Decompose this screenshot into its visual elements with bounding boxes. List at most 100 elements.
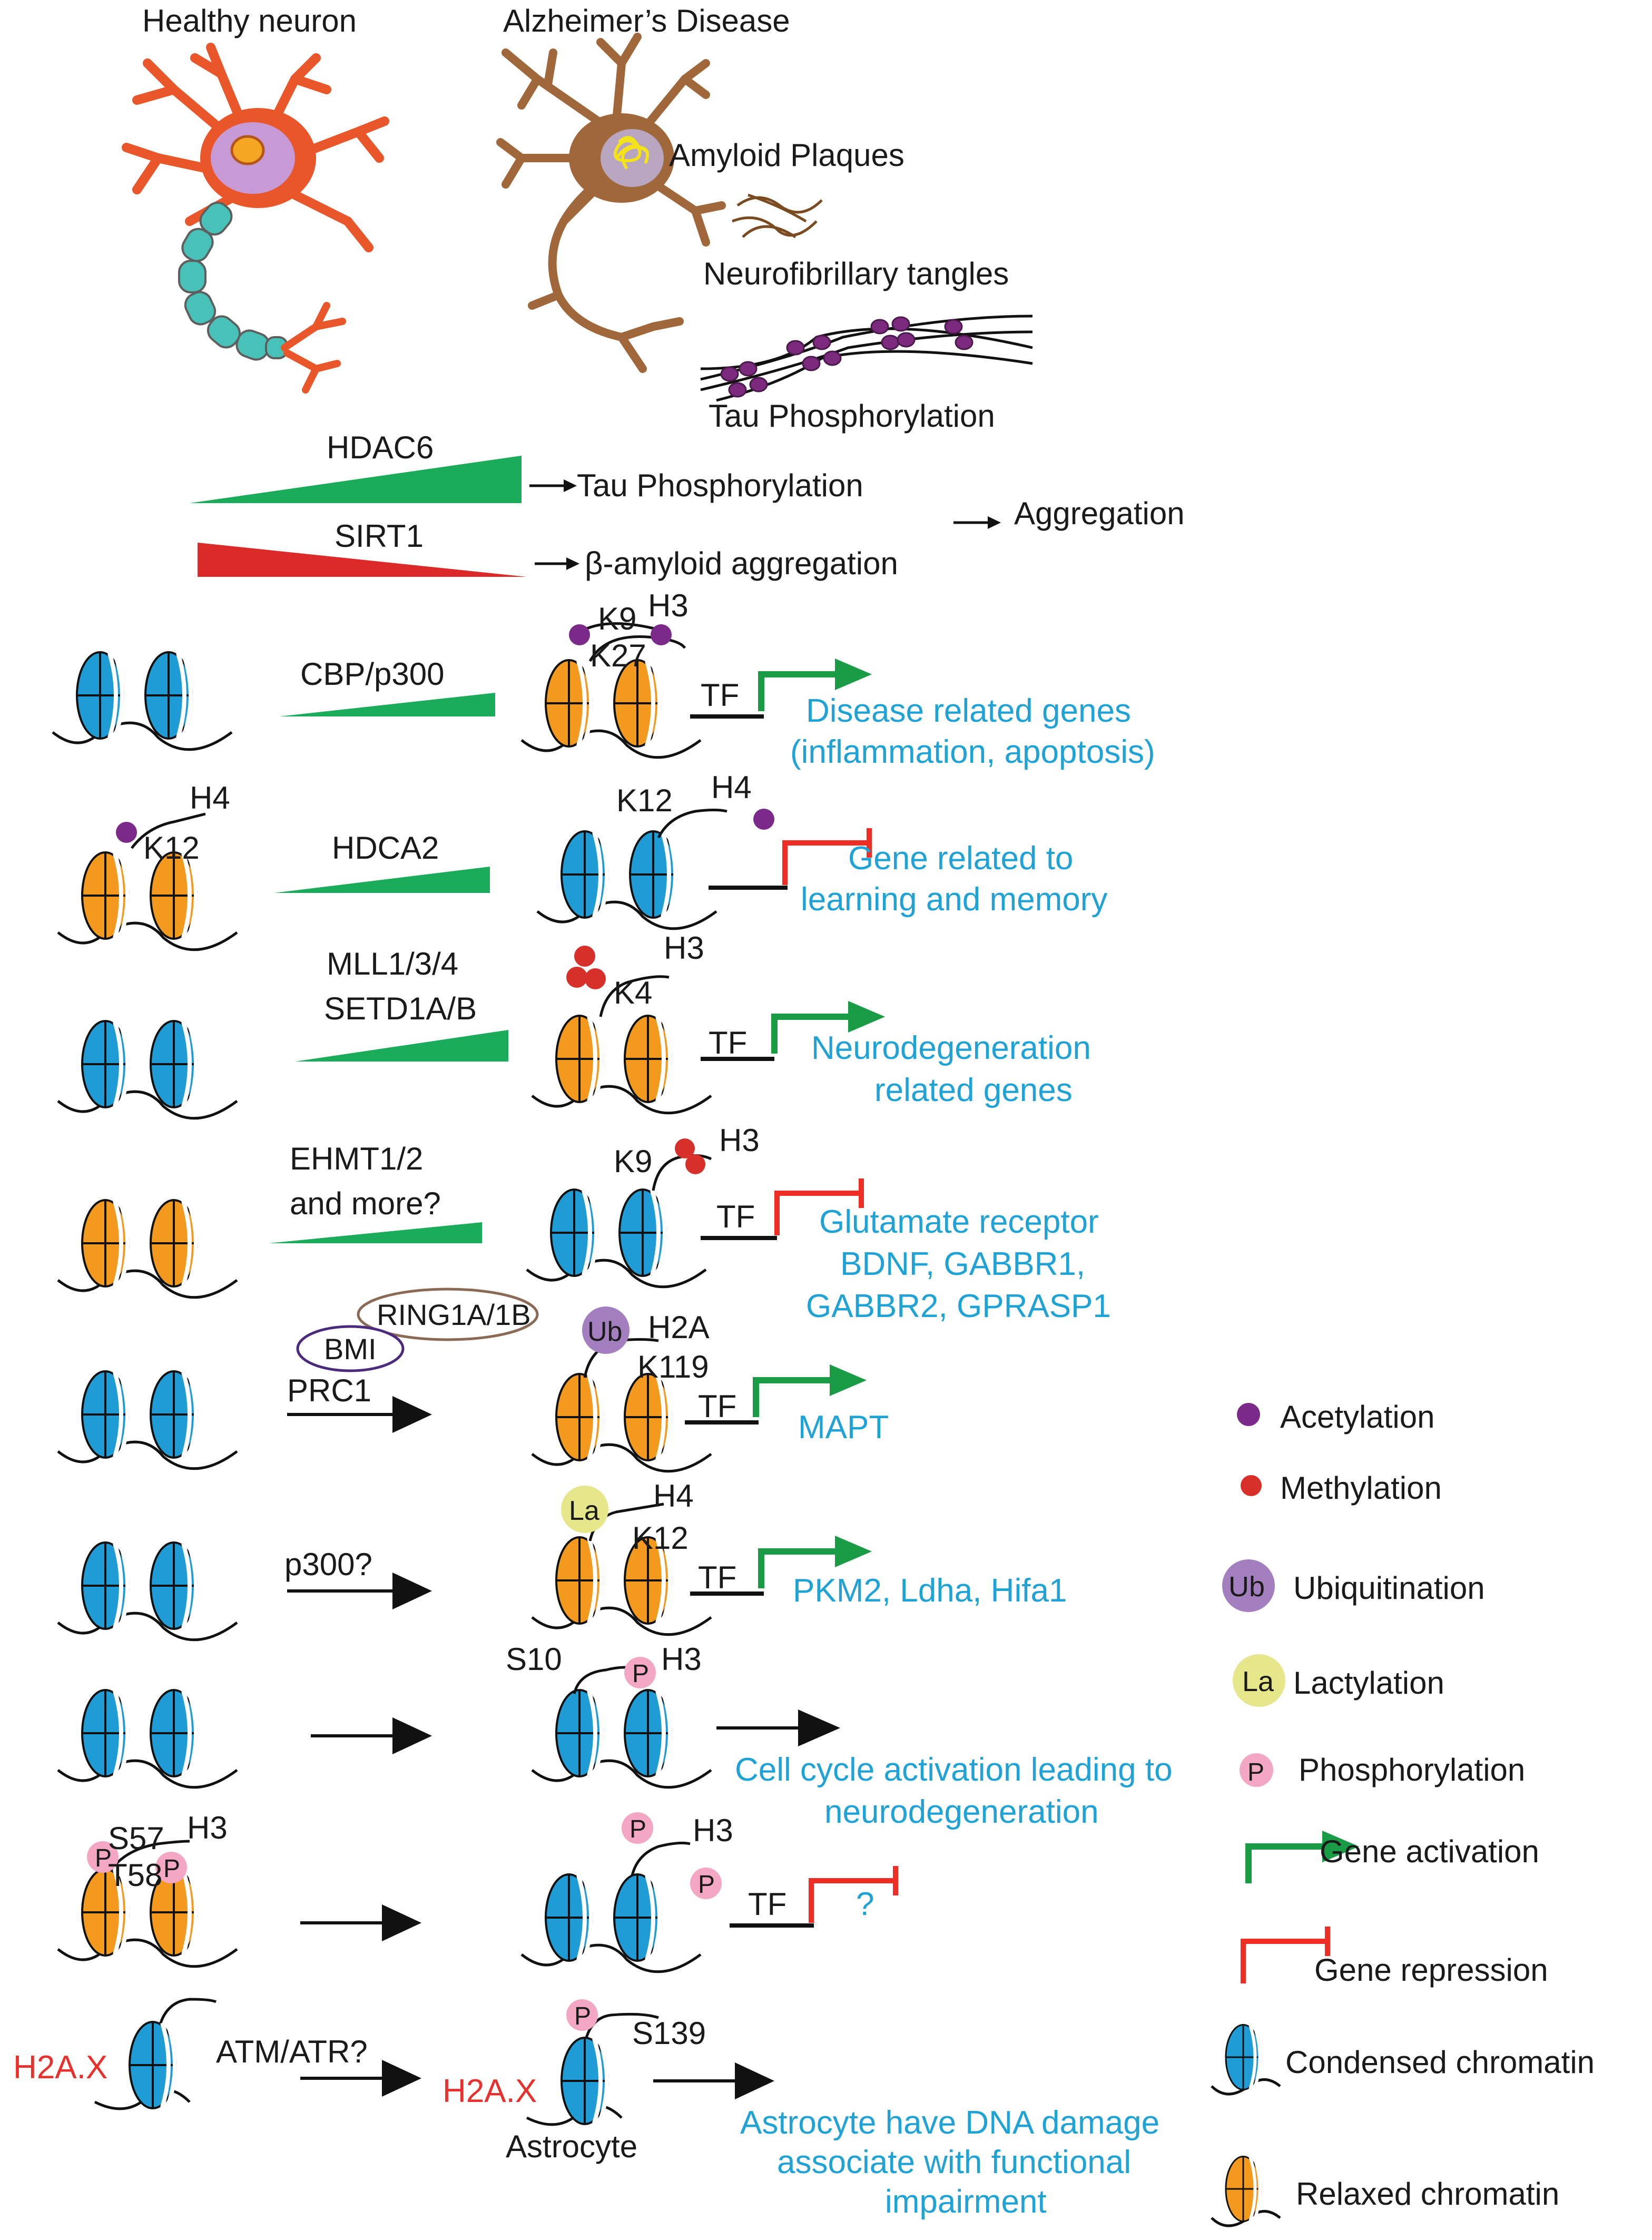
methylation-mark bbox=[585, 968, 606, 989]
mark-label: K9 bbox=[598, 601, 636, 636]
condensed-chromatin-icon bbox=[53, 652, 232, 750]
mark-label: K9 bbox=[614, 1144, 652, 1179]
mark-label: H4 bbox=[653, 1478, 694, 1514]
mark-label: S139 bbox=[632, 2016, 706, 2051]
cbp-p300-label: CBP/p300 bbox=[300, 656, 445, 692]
legend-label: Acetylation bbox=[1280, 1399, 1435, 1435]
ring1-label: RING1A/1B bbox=[377, 1298, 531, 1331]
mark-label: S57 bbox=[108, 1821, 164, 1856]
acetylation-legend-icon bbox=[1237, 1403, 1260, 1426]
methylation-mark bbox=[574, 946, 595, 967]
phosphorylation-badge bbox=[87, 1841, 119, 1873]
condensed-chromatin-icon bbox=[532, 1690, 711, 1787]
gene-target-text: Cell cycle activation leading to bbox=[735, 1752, 1173, 1788]
tf-label: TF bbox=[748, 1887, 786, 1922]
relaxed-chromatin-icon bbox=[532, 1016, 711, 1113]
gene-target-text: associate with functional bbox=[777, 2144, 1131, 2180]
sirt1-label: SIRT1 bbox=[335, 518, 424, 554]
hdac6-wedge bbox=[190, 456, 522, 503]
phosphorylation-legend-icon bbox=[1240, 1753, 1273, 1787]
enzyme-wedge bbox=[295, 1030, 508, 1062]
methylation-mark bbox=[685, 1154, 705, 1174]
gene-target-text: BDNF, GABBR1, bbox=[840, 1246, 1085, 1282]
mark-label: K12 bbox=[143, 830, 200, 866]
mark-label: H3 bbox=[719, 1123, 760, 1158]
mark-label: K12 bbox=[632, 1520, 689, 1556]
legend-label: Condensed chromatin bbox=[1285, 2045, 1595, 2080]
condensed-chromatin-legend-icon bbox=[1226, 2025, 1261, 2090]
gene-target-text: learning and memory bbox=[801, 881, 1107, 918]
row-prc1: RING1A/1B BMI PRC1 Ub H2A K119 TF MAPT bbox=[58, 1288, 889, 1471]
badge-label: P bbox=[95, 1844, 112, 1872]
enzyme-wedge bbox=[279, 693, 495, 716]
row-s10: P S10 H3 Cell cycle activation leading t… bbox=[58, 1642, 1173, 1830]
condensed-chromatin-icon bbox=[58, 1543, 237, 1640]
legend: Acetylation Methylation Ub Ubiquitinatio… bbox=[1211, 1399, 1595, 2227]
ubiquitination-legend-icon bbox=[1222, 1559, 1275, 1612]
prc1-label: PRC1 bbox=[287, 1373, 371, 1408]
aggregation-label: Aggregation bbox=[1014, 496, 1185, 531]
condensed-chromatin-icon bbox=[562, 2038, 608, 2124]
neurofibrillary-tangles-label: Neurofibrillary tangles bbox=[703, 256, 1009, 291]
row-s57-t58: P P S57 H3 T58 P P H3 TF ? bbox=[58, 1810, 896, 1972]
gene-target-text: Astrocyte have DNA damage bbox=[740, 2105, 1159, 2141]
mark-label: H2A bbox=[648, 1310, 710, 1345]
condensed-chromatin-icon bbox=[58, 1021, 237, 1118]
condensed-chromatin-icon bbox=[58, 1371, 237, 1469]
relaxed-chromatin-icon bbox=[58, 1200, 237, 1298]
mark-label: H3 bbox=[693, 1813, 733, 1848]
hdac6-arrow bbox=[529, 479, 577, 492]
healthy-neuron-label: Healthy neuron bbox=[142, 3, 357, 38]
lactylation-badge bbox=[561, 1486, 608, 1533]
aggregation-arrow bbox=[953, 516, 1001, 529]
enzyme-wedge bbox=[269, 1222, 482, 1243]
gene-target-text: related genes bbox=[874, 1072, 1073, 1108]
legend-badge-label: Ub bbox=[1228, 1571, 1265, 1603]
badge-label: Ub bbox=[587, 1317, 622, 1347]
badge-label: P bbox=[632, 1660, 649, 1688]
mark-label: K4 bbox=[614, 975, 652, 1010]
sirt1-arrow bbox=[535, 557, 579, 570]
gene-target-text: ? bbox=[856, 1886, 874, 1922]
condensed-chromatin-icon bbox=[130, 2022, 176, 2108]
gene-target-text: MAPT bbox=[798, 1409, 889, 1446]
legend-badge-label: P bbox=[1247, 1758, 1264, 1786]
gene-repression-icon bbox=[811, 1866, 896, 1923]
ad-neuron-icon bbox=[496, 33, 823, 373]
ubiquitin-badge bbox=[582, 1306, 630, 1354]
row-ehmt: EHMT1/2 and more? K9 H3 TF Glutamate rec… bbox=[58, 1123, 1111, 1324]
mark-label: H4 bbox=[190, 780, 230, 816]
gene-target-text: Glutamate receptor bbox=[819, 1204, 1099, 1240]
row-mll: MLL1/3/4 SETD1A/B H3 K4 TF Neurodegenera… bbox=[58, 930, 1091, 1118]
tau-phosphorylation-icon bbox=[700, 315, 1033, 402]
mark-label: H3 bbox=[664, 930, 704, 966]
relaxed-chromatin-legend-icon bbox=[1226, 2157, 1261, 2222]
methylation-mark bbox=[566, 967, 587, 988]
condensed-chromatin-icon bbox=[527, 1190, 706, 1287]
phosphorylation-badge bbox=[566, 1999, 598, 2031]
mark-label: H3 bbox=[187, 1810, 228, 1845]
enzyme-label: p300? bbox=[284, 1547, 372, 1582]
bmi-label: BMI bbox=[324, 1332, 377, 1365]
hdca2-label: HDCA2 bbox=[332, 830, 439, 866]
hdac6-label: HDAC6 bbox=[327, 430, 434, 465]
gene-target-text: impairment bbox=[885, 2184, 1047, 2220]
phosphorylation-badge bbox=[690, 1868, 722, 1899]
h2ax-left-label: H2A.X bbox=[13, 2049, 107, 2086]
tau-phosphorylation-label: Tau Phosphorylation bbox=[709, 398, 995, 434]
sirt1-target-label: β-amyloid aggregation bbox=[585, 546, 898, 581]
enzyme-label: EHMT1/2 bbox=[290, 1141, 423, 1176]
sirt1-wedge bbox=[198, 543, 527, 577]
tf-label: TF bbox=[709, 1025, 747, 1060]
condensed-chromatin-icon bbox=[58, 1690, 237, 1787]
mark-label: K119 bbox=[637, 1349, 709, 1384]
tf-label: TF bbox=[698, 1389, 736, 1424]
phosphorylation-badge bbox=[155, 1852, 187, 1883]
enzyme-label: SETD1A/B bbox=[324, 991, 477, 1026]
legend-label: Gene repression bbox=[1314, 1952, 1548, 1988]
row-h2ax: H2A.X ATM/ATR? H2A.X P S139 Astrocyte As… bbox=[13, 1998, 1159, 2220]
tf-label: TF bbox=[716, 1199, 755, 1234]
badge-label: P bbox=[574, 2002, 591, 2030]
condensed-chromatin-icon bbox=[537, 831, 716, 929]
gene-target-text: neurodegeneration bbox=[824, 1794, 1099, 1830]
